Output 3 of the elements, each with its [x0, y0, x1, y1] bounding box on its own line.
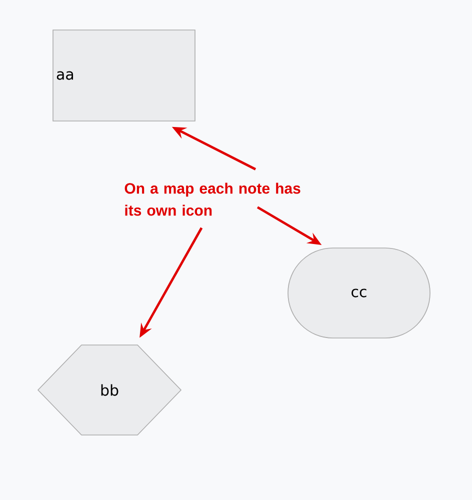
- rectangle-node: aa: [52, 30, 196, 122]
- callout-text: On a map each note has its own icon: [124, 182, 300, 216]
- rounded-node: cc: [288, 248, 430, 338]
